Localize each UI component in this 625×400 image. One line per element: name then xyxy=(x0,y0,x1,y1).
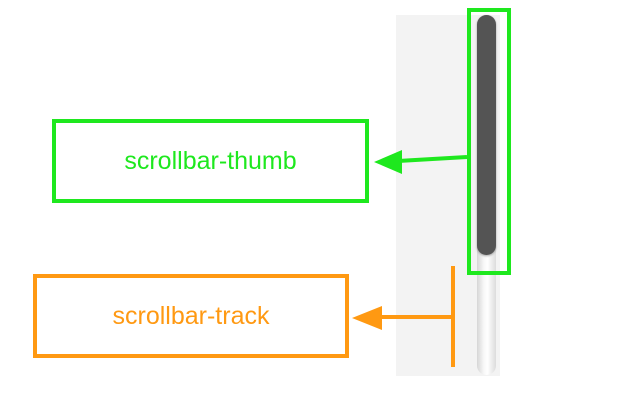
track-annotation-text: scrollbar-track xyxy=(112,301,270,330)
thumb-annotation-label: scrollbar-thumb xyxy=(52,119,369,203)
track-annotation-label: scrollbar-track xyxy=(33,274,349,358)
thumb-annotation-text: scrollbar-thumb xyxy=(124,146,297,175)
track-arrow-head xyxy=(352,306,382,330)
thumb-arrow-head xyxy=(374,150,402,174)
thumb-highlight-box xyxy=(467,8,511,275)
scrollbar-thumb[interactable] xyxy=(477,15,496,255)
thumb-arrow-line xyxy=(397,155,468,163)
